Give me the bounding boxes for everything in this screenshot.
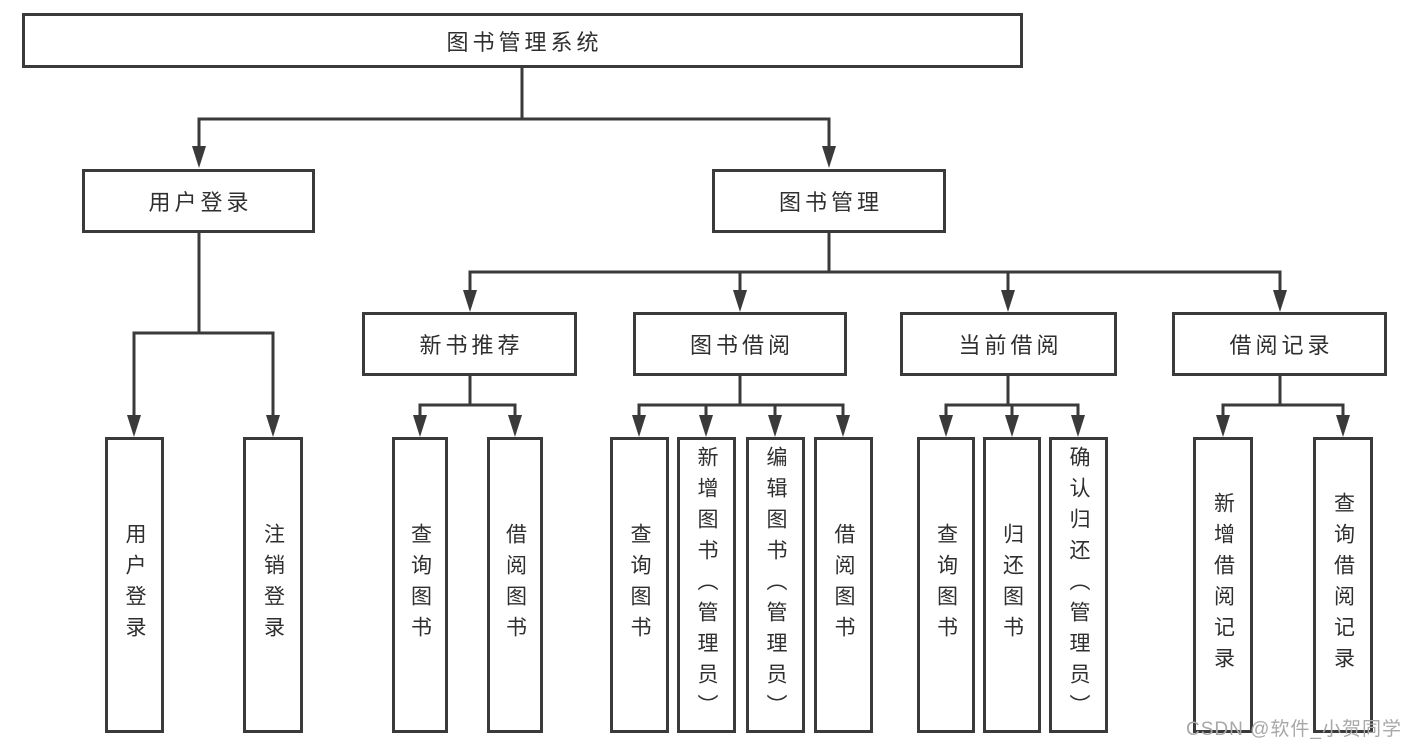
node-user-login-label: 用户登录 [148, 190, 253, 215]
arrow-icon [1336, 415, 1350, 437]
watermark: CSDN @软件_小贺同学 [1186, 719, 1402, 740]
node-leaf-user-login-label: 用户登录 [123, 523, 146, 647]
arrow-icon [632, 415, 646, 437]
arrow-icon [1005, 415, 1019, 437]
node-new-book-recommendation-label: 新书推荐 [419, 333, 524, 358]
node-leaf-return-books: 归还图书 [983, 437, 1041, 733]
node-current-borrowing: 当前借阅 [900, 312, 1117, 376]
arrow-icon [266, 415, 280, 437]
arrow-icon [413, 415, 427, 437]
node-leaf-query-books-recommend: 查询图书 [392, 437, 448, 733]
connector-records-bar [1221, 403, 1345, 419]
node-leaf-user-login: 用户登录 [105, 437, 164, 733]
node-leaf-query-books-recommend-label: 查询图书 [408, 523, 432, 647]
node-leaf-add-borrow-record: 新增借阅记录 [1193, 437, 1253, 733]
node-current-borrowing-label: 当前借阅 [958, 333, 1063, 358]
node-leaf-return-books-label: 归还图书 [1000, 523, 1024, 647]
arrow-icon [127, 415, 141, 437]
connector-root-bar [197, 117, 831, 148]
node-leaf-query-books-current-label: 查询图书 [934, 523, 958, 647]
node-leaf-edit-books-admin-label: 编辑图书（管理员） [764, 445, 787, 725]
node-book-management: 图书管理 [712, 169, 946, 233]
node-book-borrowing-label: 图书借阅 [689, 333, 794, 358]
node-leaf-query-books-current: 查询图书 [917, 437, 975, 733]
arrow-icon [822, 146, 836, 168]
node-root-label: 图书管理系统 [446, 29, 603, 55]
arrow-icon [836, 415, 850, 437]
node-leaf-add-books-admin-label: 新增图书（管理员） [695, 445, 718, 725]
arrow-icon [463, 290, 477, 312]
node-leaf-add-books-admin: 新增图书（管理员） [677, 437, 736, 733]
node-leaf-query-borrow-record-label: 查询借阅记录 [1331, 492, 1355, 678]
arrowheads [127, 146, 1350, 437]
node-leaf-logout-label: 注销登录 [261, 523, 285, 647]
node-leaf-logout: 注销登录 [243, 437, 303, 733]
arrow-icon [1001, 290, 1015, 312]
node-book-borrowing: 图书借阅 [633, 312, 847, 376]
arrow-icon [699, 415, 713, 437]
node-leaf-borrow-books-label: 借阅图书 [832, 523, 855, 647]
connector-userlogin-bar [132, 331, 275, 419]
node-leaf-confirm-return-admin: 确认归还（管理员） [1049, 437, 1108, 733]
node-borrowing-records-label: 借阅记录 [1229, 333, 1334, 358]
connector-newbook-bar [418, 403, 517, 419]
node-new-book-recommendation: 新书推荐 [362, 312, 577, 376]
node-leaf-borrow-books: 借阅图书 [814, 437, 873, 733]
arrow-icon [768, 415, 782, 437]
arrow-icon [1273, 290, 1287, 312]
node-leaf-query-books-borrowing: 查询图书 [610, 437, 669, 733]
arrow-icon [939, 415, 953, 437]
node-leaf-add-borrow-record-label: 新增借阅记录 [1211, 492, 1235, 678]
node-leaf-confirm-return-admin-label: 确认归还（管理员） [1067, 445, 1090, 725]
node-user-login: 用户登录 [82, 169, 315, 233]
arrow-icon [733, 290, 747, 312]
arrow-icon [508, 415, 522, 437]
arrow-icon [192, 146, 206, 168]
node-leaf-query-books-borrowing-label: 查询图书 [628, 523, 651, 647]
node-leaf-borrow-books-recommend: 借阅图书 [487, 437, 543, 733]
node-leaf-edit-books-admin: 编辑图书（管理员） [746, 437, 805, 733]
node-book-management-label: 图书管理 [778, 190, 883, 215]
node-borrowing-records: 借阅记录 [1172, 312, 1387, 376]
node-leaf-query-borrow-record: 查询借阅记录 [1313, 437, 1373, 733]
arrow-icon [1071, 415, 1085, 437]
connector-bookmgmt-bar [468, 270, 1282, 294]
node-leaf-borrow-books-recommend-label: 借阅图书 [503, 523, 527, 647]
arrow-icon [1216, 415, 1230, 437]
connector-borrowing-bar [637, 403, 845, 419]
node-root: 图书管理系统 [22, 13, 1023, 68]
